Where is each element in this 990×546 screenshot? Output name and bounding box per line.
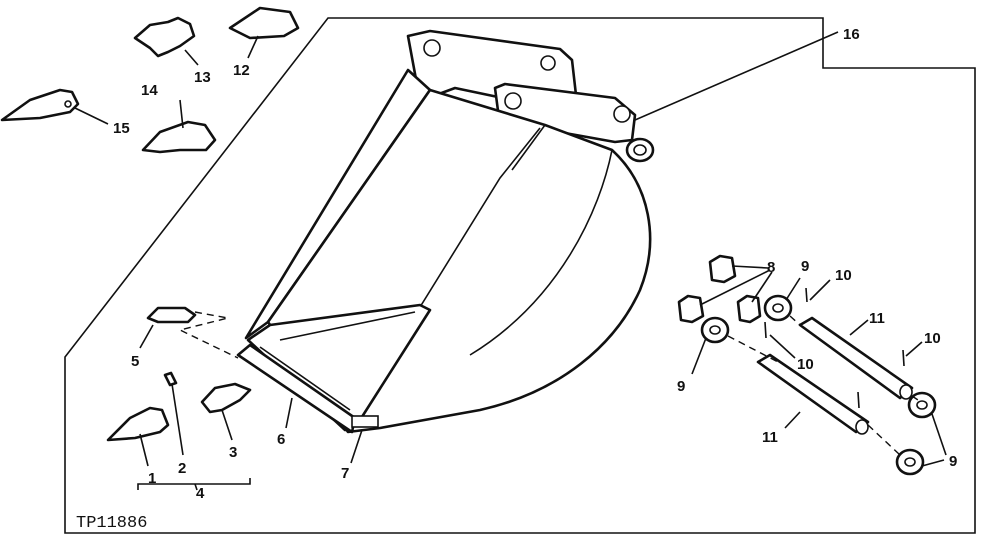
callout-8: 8 — [767, 259, 775, 276]
callout-7: 7 — [341, 465, 349, 482]
callout-10-right: 10 — [924, 330, 941, 347]
wear-part-5 — [146, 306, 197, 324]
callout-3: 3 — [229, 444, 237, 461]
callout-14: 14 — [141, 82, 158, 99]
cotter-pins-part-10 — [764, 287, 905, 409]
callout-12: 12 — [233, 62, 250, 79]
figure-code: TP11886 — [76, 514, 147, 533]
tooth-part-1 — [106, 406, 170, 442]
callout-15: 15 — [113, 120, 130, 137]
boundary-outline — [64, 17, 976, 534]
callout-9-right: 9 — [949, 453, 957, 470]
callout-9-top: 9 — [801, 258, 809, 275]
callout-10-middle: 10 — [797, 356, 814, 373]
tooth-part-12 — [228, 6, 300, 40]
pin-part-2 — [163, 371, 178, 387]
tooth-part-14 — [141, 120, 217, 154]
tooth-part-15 — [0, 88, 80, 122]
tooth-part-13 — [133, 16, 196, 58]
bucket-assembly — [236, 29, 655, 434]
leader-lines — [74, 31, 947, 491]
callout-6: 6 — [277, 431, 285, 448]
callout-11-bottom: 11 — [762, 429, 778, 446]
washers-part-9 — [700, 294, 937, 476]
callout-10-top: 10 — [835, 267, 852, 284]
adapter-part-3 — [200, 382, 252, 414]
bushings-part-8 — [677, 254, 762, 324]
callout-1: 1 — [148, 470, 156, 487]
callout-11-top: 11 — [869, 310, 885, 327]
callout-5: 5 — [131, 353, 139, 370]
callout-13: 13 — [194, 69, 211, 86]
callout-16: 16 — [843, 26, 860, 43]
callout-2: 2 — [178, 460, 186, 477]
pins-part-11 — [756, 316, 914, 435]
callout-9-left: 9 — [677, 378, 685, 395]
callout-4: 4 — [196, 485, 205, 502]
